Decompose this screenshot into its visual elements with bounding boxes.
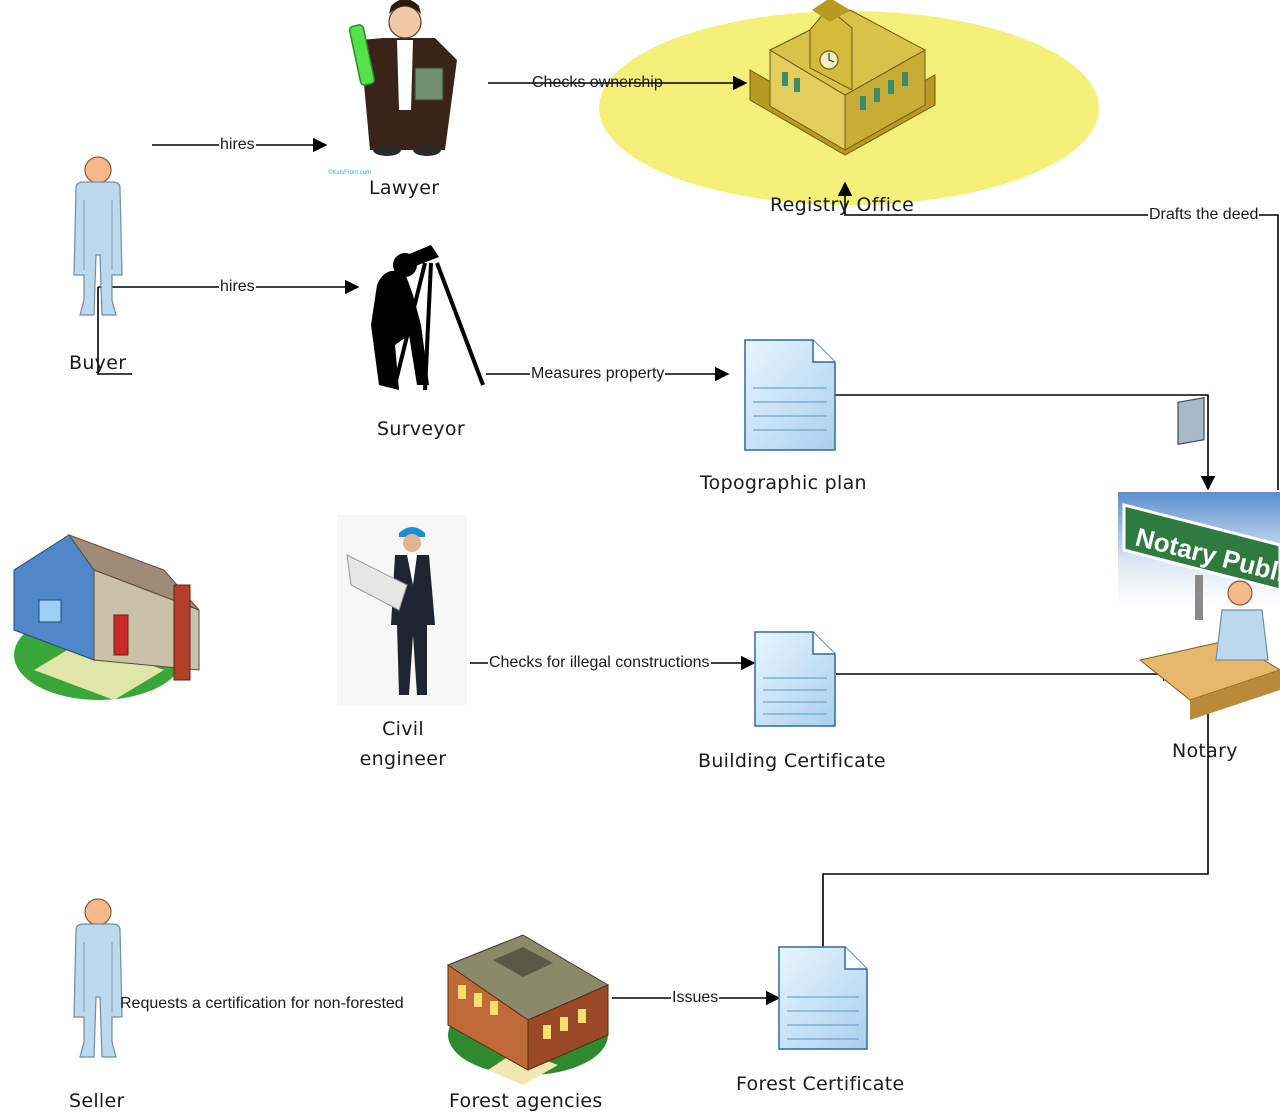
registry-office-label: Registry Office: [770, 194, 915, 216]
building-certificate-label: Building Certificate: [698, 750, 886, 772]
edge-label-drafts-deed: Drafts the deed: [1148, 206, 1260, 223]
civil-engineer-label: Civil engineer: [340, 718, 466, 771]
surveyor-label: Surveyor: [377, 418, 465, 440]
buyer-label: Buyer: [69, 352, 127, 374]
notary-icon: Notary Public: [1118, 396, 1280, 720]
civil-engineer-label-line2: engineer: [359, 747, 447, 770]
edge-label-hires-lawyer: hires: [219, 136, 256, 153]
house-icon: [13, 533, 200, 700]
forest-certificate-label: Forest Certificate: [736, 1073, 905, 1095]
building-certificate-document-icon: [754, 631, 836, 727]
edge-forestcert-notary: [822, 692, 1216, 947]
edge-label-checks-ownership: Checks ownership: [532, 74, 663, 91]
civil-engineer-icon: [337, 515, 467, 705]
forest-agencies-label: Forest agencies: [449, 1090, 603, 1112]
lawyer-clipart-credit: ©KidsFront.com: [328, 169, 371, 176]
edge-label-issues: Issues: [671, 989, 720, 1006]
civil-engineer-label-line1: Civil: [382, 718, 424, 740]
topographic-plan-document-icon: [744, 339, 836, 451]
seller-icon: [73, 898, 123, 1058]
edge-label-requests-certification: Requests a certification for non-foreste…: [120, 995, 404, 1012]
edge-label-checks-illegal: Checks for illegal constructions: [488, 654, 711, 671]
edge-notary-registry: [837, 181, 1279, 490]
forest-certificate-document-icon: [778, 946, 868, 1050]
connectors: [97, 75, 1279, 1006]
forest-agencies-building-icon: [446, 934, 610, 1085]
lawyer-icon: [348, 0, 457, 156]
registry-building-icon: [749, 0, 936, 156]
edge-label-hires-surveyor: hires: [219, 278, 256, 295]
seller-label: Seller: [69, 1090, 125, 1112]
surveyor-icon: [371, 245, 485, 391]
lawyer-label: Lawyer: [369, 177, 440, 199]
edge-plan-notary: [835, 394, 1216, 491]
topographic-plan-label: Topographic plan: [700, 472, 867, 494]
buyer-bracket: [97, 287, 132, 375]
edge-label-measures-property: Measures property: [530, 365, 666, 382]
notary-label: Notary: [1172, 740, 1238, 762]
